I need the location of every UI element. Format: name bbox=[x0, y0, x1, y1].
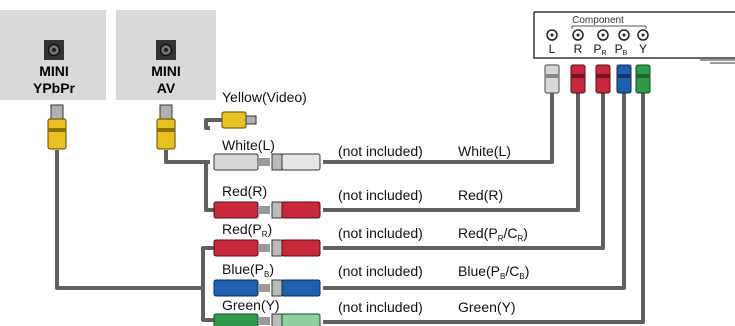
y-long-cable bbox=[323, 92, 645, 324]
cable-wires bbox=[55, 92, 645, 324]
av-port-line1: MINI bbox=[151, 63, 181, 79]
red-pr-plug-pair-icon bbox=[213, 239, 321, 257]
red-r-breakout bbox=[204, 160, 214, 212]
tv-plug-red-icon bbox=[570, 64, 586, 94]
white-plug-pair-icon bbox=[213, 153, 321, 171]
panel-divider bbox=[106, 10, 116, 100]
pr-breakout bbox=[201, 246, 214, 288]
label-white-l: White(L) bbox=[222, 137, 275, 153]
not-included-y: (not included) bbox=[338, 299, 423, 315]
pr-long-cable bbox=[323, 92, 605, 250]
pb-long-cable bbox=[323, 92, 626, 290]
av-port-line2: AV bbox=[157, 80, 176, 96]
green-y-plug-pair-icon bbox=[213, 313, 321, 326]
label-red-pr: Red(PR) bbox=[222, 221, 272, 239]
yellow-video-plug-icon bbox=[221, 111, 257, 129]
tv-jack-label-y: Y bbox=[639, 42, 647, 56]
y-breakout bbox=[201, 288, 214, 322]
tv-jack-pr-icon bbox=[597, 29, 609, 41]
tv-plug-pb-icon bbox=[616, 64, 632, 94]
label-green-y: Green(Y) bbox=[222, 297, 280, 313]
right-label-red-pr-cr: Red(PR/CR) bbox=[458, 225, 528, 243]
ypbpr-cable bbox=[55, 150, 203, 290]
ypbpr-port-line2: YPbPr bbox=[33, 80, 76, 96]
ypbpr-port-line1: MINI bbox=[39, 63, 69, 79]
tv-component-panel: Component bbox=[533, 11, 735, 64]
tv-plug-y-icon bbox=[635, 64, 651, 94]
tv-jack-l-icon bbox=[546, 29, 558, 41]
label-yellow-video: Yellow(Video) bbox=[222, 89, 307, 105]
label-red-r: Red(R) bbox=[222, 183, 267, 199]
right-label-green-y: Green(Y) bbox=[458, 299, 516, 315]
red-long-cable bbox=[323, 92, 580, 212]
not-included-pr: (not included) bbox=[338, 225, 423, 241]
tv-jack-r-icon bbox=[572, 29, 584, 41]
tv-jack-label-r: R bbox=[574, 42, 583, 56]
not-included-red: (not included) bbox=[338, 187, 423, 203]
av-jack-icon bbox=[156, 40, 176, 60]
tv-jack-pb-icon bbox=[618, 29, 630, 41]
tv-plug-pr-icon bbox=[595, 64, 611, 94]
av-mini-plug-icon bbox=[156, 104, 176, 150]
right-label-white-l: White(L) bbox=[458, 143, 511, 159]
right-label-blue-pb-cb: Blue(PB/CB) bbox=[458, 263, 529, 281]
red-r-plug-pair-icon bbox=[213, 201, 321, 219]
right-label-red-r: Red(R) bbox=[458, 187, 503, 203]
tv-jack-label-pr: PR bbox=[593, 42, 606, 57]
tv-jack-label-pb: PB bbox=[615, 42, 628, 57]
av-cable bbox=[164, 150, 210, 164]
ypbpr-mini-plug-icon bbox=[47, 104, 67, 150]
ypbpr-jack-icon bbox=[44, 40, 64, 60]
blue-pb-plug-pair-icon bbox=[213, 279, 321, 297]
not-included-pb: (not included) bbox=[338, 263, 423, 279]
component-title: Component bbox=[572, 15, 624, 26]
yellow-breakout bbox=[204, 118, 222, 130]
label-blue-pb: Blue(PB) bbox=[222, 261, 274, 279]
white-long-cable bbox=[323, 92, 554, 164]
tv-jacks bbox=[546, 29, 649, 41]
tv-jack-label-l: L bbox=[549, 42, 556, 56]
tv-plug-white-icon bbox=[544, 64, 560, 94]
tv-jack-y-icon bbox=[637, 29, 649, 41]
not-included-white: (not included) bbox=[338, 143, 423, 159]
